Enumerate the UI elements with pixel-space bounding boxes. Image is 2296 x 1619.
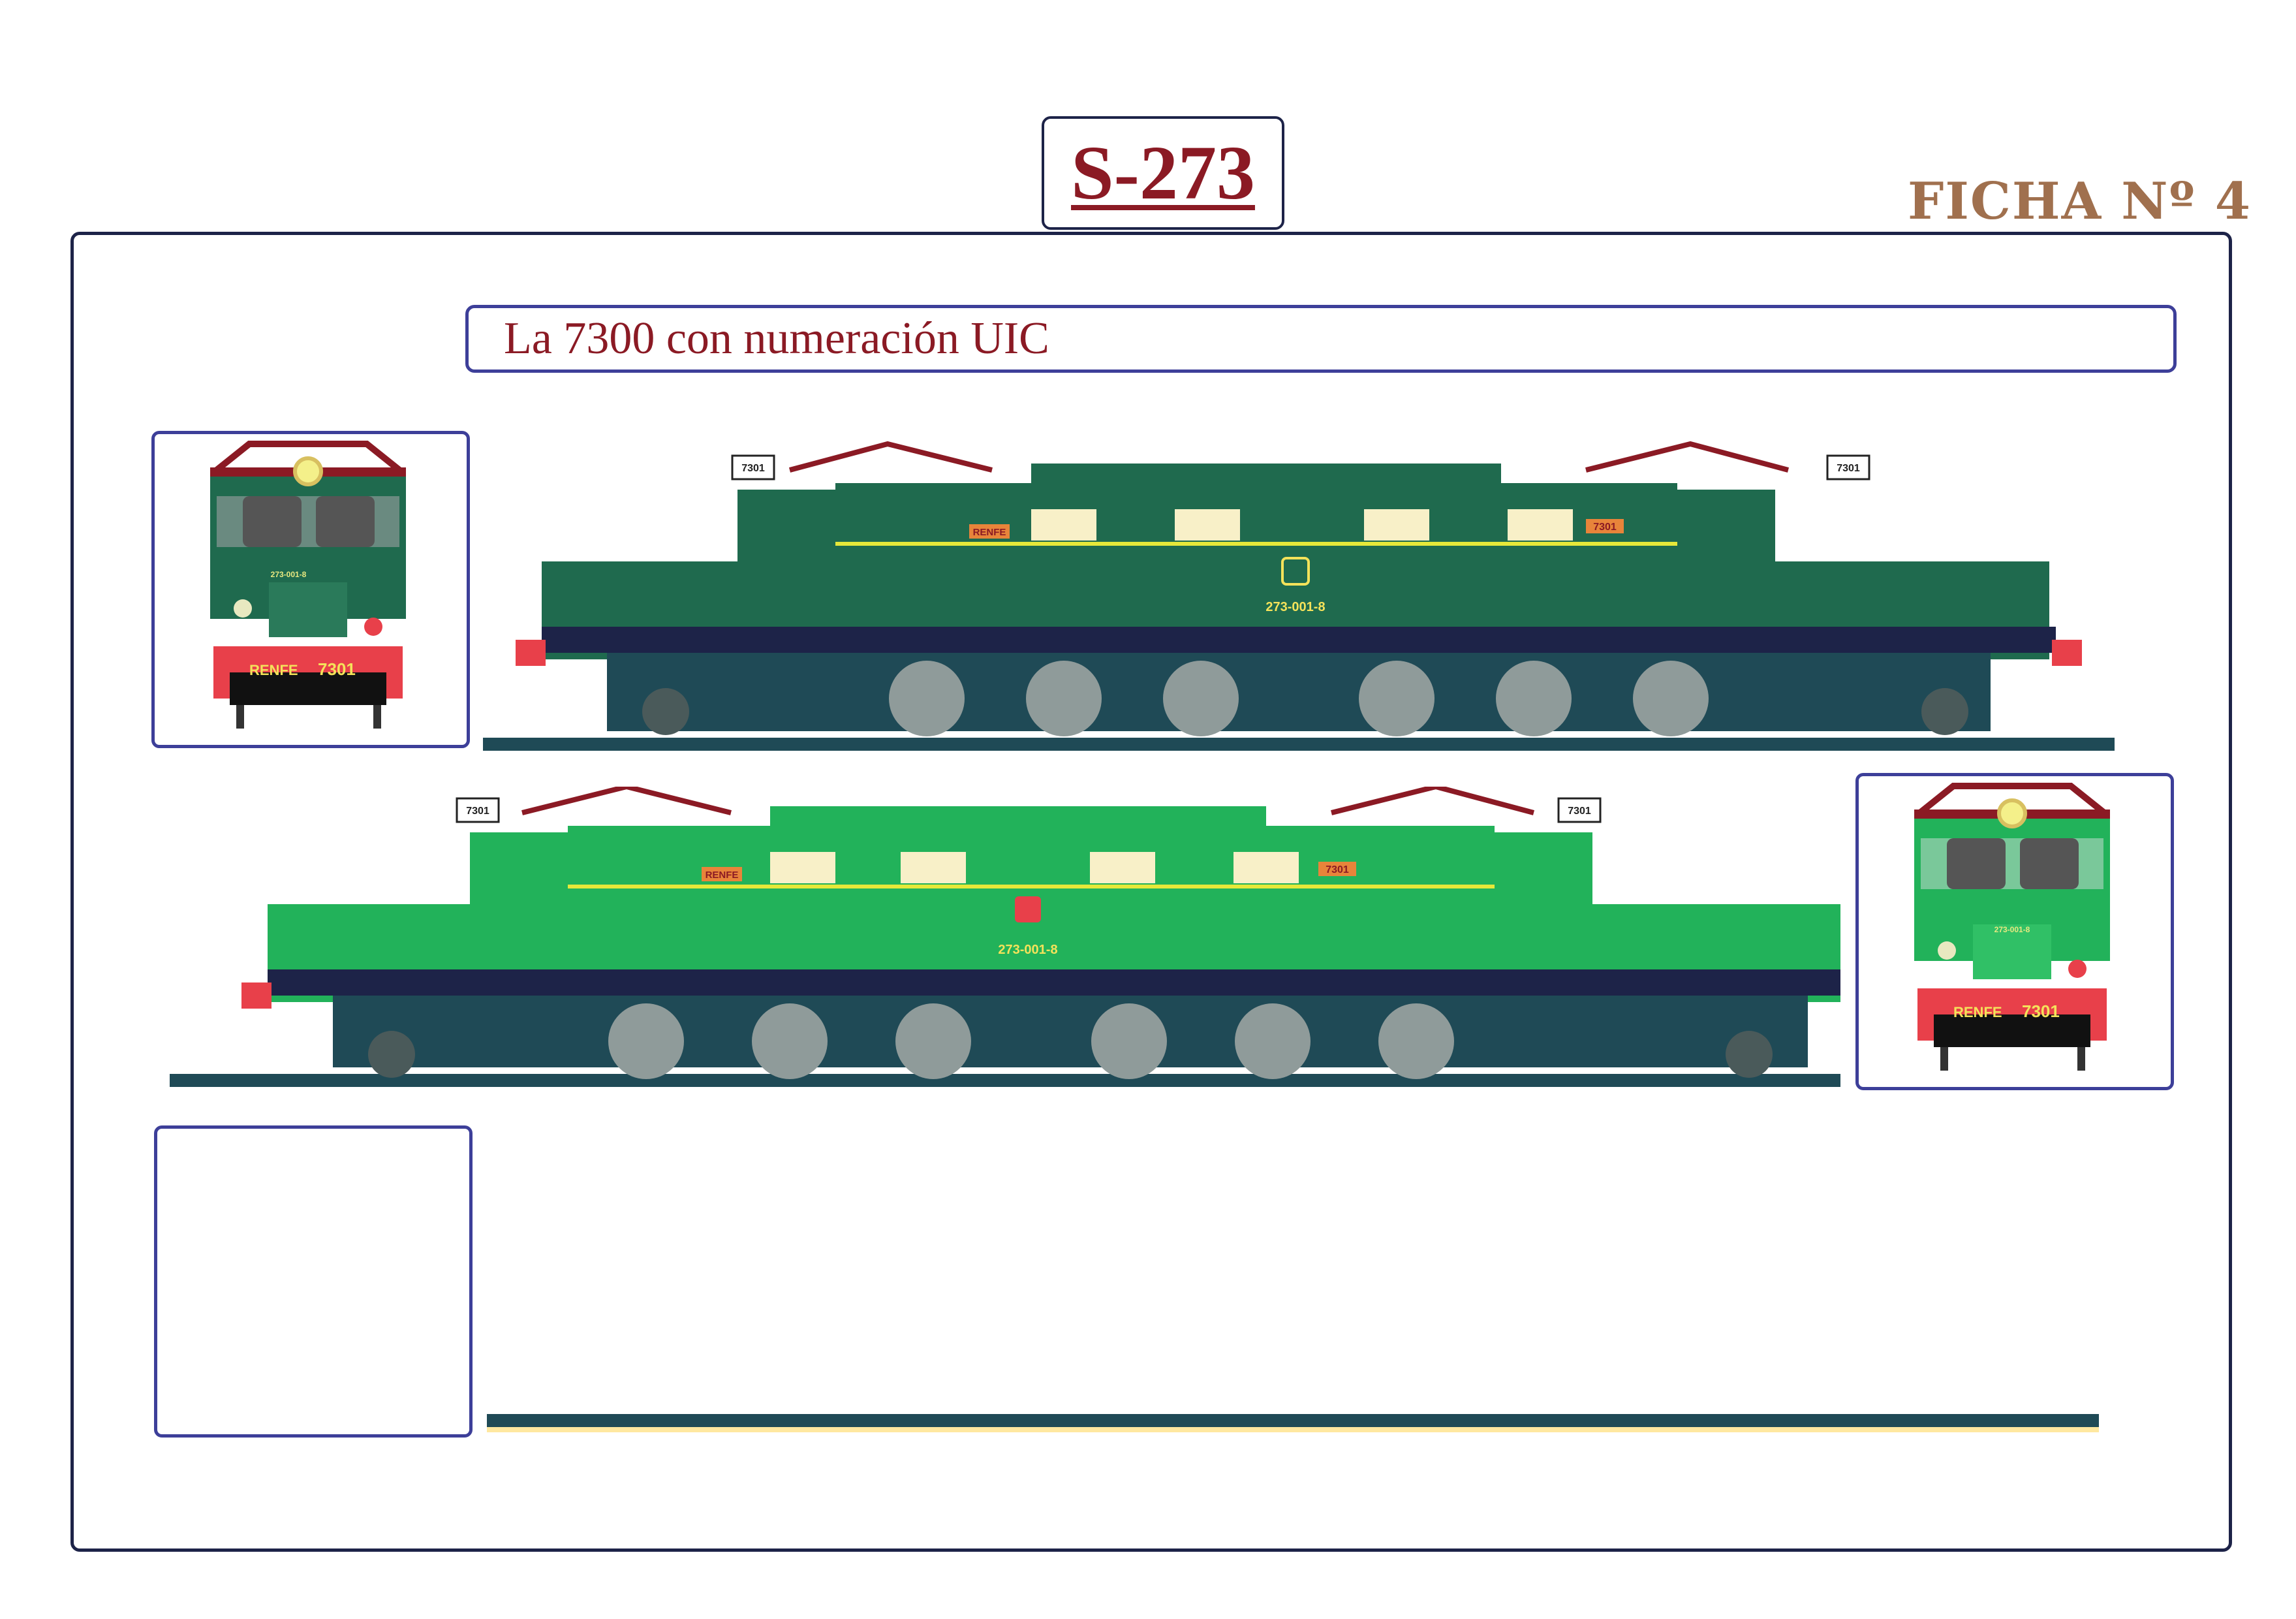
cab-number-left-light: 7301 — [466, 806, 489, 817]
brand-plate-dark: RENFE — [973, 527, 1006, 538]
side-view-dark: 7301 7301 RENFE 7301 273-001-8 — [483, 441, 2115, 751]
front-view-light: 273-001-8 RENFE 7301 — [1914, 783, 2110, 1071]
front-number-light: 7301 — [2022, 1001, 2060, 1021]
empty-view-box — [154, 1125, 473, 1438]
uic-number-dark: 273-001-8 — [1265, 600, 1325, 614]
uic-number-light: 273-001-8 — [998, 943, 1057, 957]
side-number-dark: 7301 — [1593, 522, 1617, 533]
subtitle-box — [465, 305, 2177, 373]
subtitle: La 7300 con numeración UIC — [504, 313, 1049, 364]
front-uic-dark: 273-001-8 — [271, 570, 307, 579]
sheet-title: S-273 — [1071, 130, 1255, 215]
cab-number-left-dark: 7301 — [741, 463, 765, 474]
main-frame — [70, 232, 2232, 1552]
front-number-dark: 7301 — [318, 659, 356, 679]
front-brand-dark: RENFE — [249, 662, 298, 678]
front-brand-light: RENFE — [1953, 1004, 2002, 1020]
cab-number-right-dark: 7301 — [1837, 463, 1860, 474]
cab-number-right-light: 7301 — [1568, 806, 1591, 817]
side-number-light: 7301 — [1326, 864, 1349, 875]
brand-plate-light: RENFE — [706, 870, 739, 881]
side-view-light: 7301 7301 RENFE 7301 273-001-8 — [170, 787, 1840, 1087]
ficha-label: FICHA Nº 4 — [1907, 172, 2252, 231]
front-view-dark: 273-001-8 RENFE 7301 — [210, 441, 406, 729]
empty-rail-track — [487, 1414, 2099, 1432]
front-uic-light: 273-001-8 — [1994, 925, 2030, 934]
title-box: S-273 — [1042, 116, 1284, 230]
